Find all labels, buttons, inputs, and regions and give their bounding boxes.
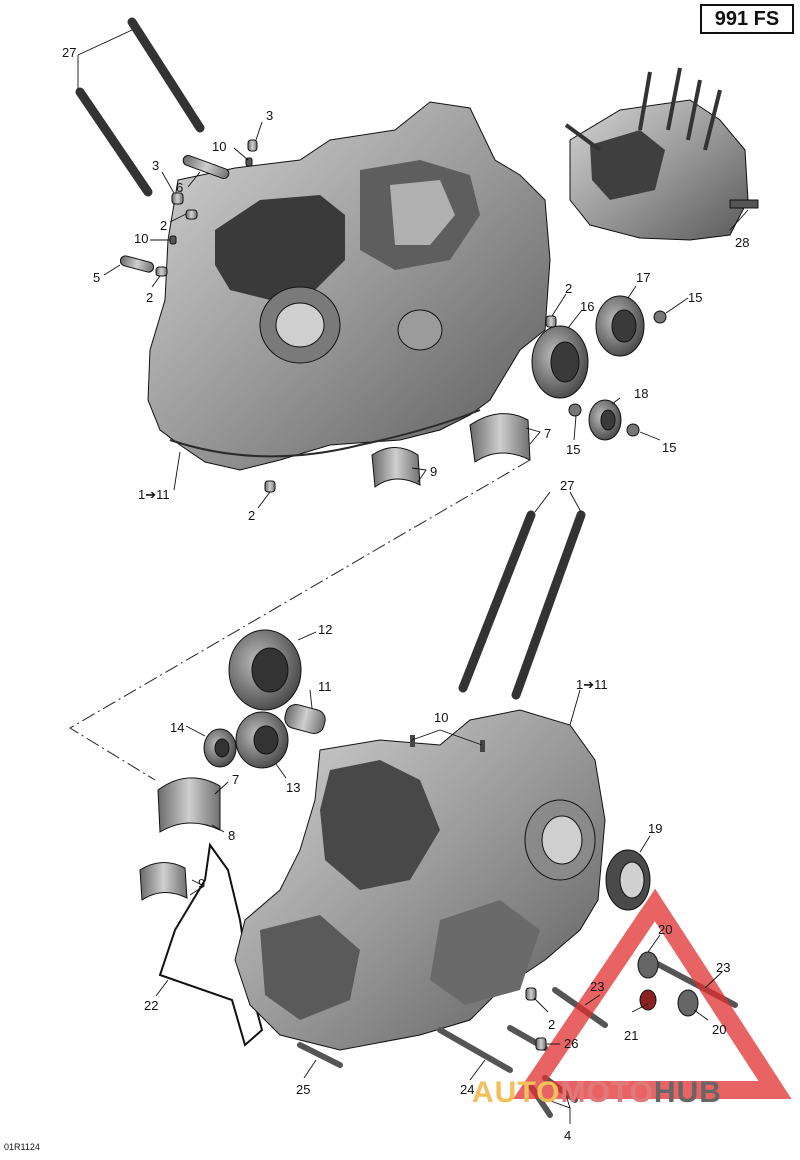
callout-25: 25 — [296, 1082, 310, 1097]
callout-1-11-bottom: 1➔11 — [576, 677, 608, 692]
model-badge: 991 FS — [700, 4, 794, 34]
bearing-17 — [595, 295, 645, 357]
callout-2-a: 2 — [160, 218, 167, 233]
callout-labels: 27 3 10 3 6 2 10 5 2 28 2 17 16 15 18 7 … — [62, 45, 749, 1143]
callout-15-b: 15 — [566, 442, 580, 457]
screws-15 — [568, 310, 667, 437]
callout-26: 26 — [564, 1036, 578, 1051]
alignment-line — [69, 459, 531, 781]
callout-15-a: 15 — [688, 290, 702, 305]
callout-13: 13 — [286, 780, 300, 795]
callout-18: 18 — [634, 386, 648, 401]
callout-2-b: 2 — [146, 290, 153, 305]
bearing-18 — [588, 399, 622, 441]
callout-5: 5 — [93, 270, 100, 285]
callout-20-a: 20 — [658, 922, 672, 937]
dowel-pins-upper — [155, 139, 557, 493]
sleeve-11 — [284, 703, 326, 735]
plain-bearing-9-lower — [139, 862, 188, 901]
callout-9-top: 9 — [430, 464, 437, 479]
callout-27-top: 27 — [62, 45, 76, 60]
callout-15-c: 15 — [662, 440, 676, 455]
plain-bearing-7-8-lower — [157, 777, 221, 833]
pin-6 — [182, 155, 230, 179]
callout-28: 28 — [735, 235, 749, 250]
bolts-and-washers-lower — [297, 951, 738, 1118]
reference-code: 01R1124 — [4, 1142, 40, 1152]
leader-lines — [77, 29, 749, 1124]
callout-24: 24 — [460, 1082, 474, 1097]
watermark-moto: MOTO — [560, 1076, 654, 1109]
bearing-12 — [228, 629, 302, 711]
callout-2-e: 2 — [548, 1017, 555, 1032]
lower-crankcase-half — [234, 709, 606, 1051]
plain-bearing-9-upper — [371, 447, 421, 488]
bearing-16 — [531, 325, 589, 399]
callout-16: 16 — [580, 299, 594, 314]
bearing-14 — [203, 728, 237, 768]
callout-6: 6 — [176, 180, 183, 195]
callout-10-c: 10 — [434, 710, 448, 725]
pin-5 — [119, 255, 155, 273]
callout-2-c: 2 — [565, 281, 572, 296]
bearing-13 — [235, 711, 289, 769]
oil-seal-19 — [605, 849, 651, 911]
callout-3-a: 3 — [266, 108, 273, 123]
callout-9-bottom: 9 — [198, 876, 205, 891]
callout-23-b: 23 — [590, 979, 604, 994]
callout-10-b: 10 — [134, 231, 148, 246]
callout-10-a: 10 — [212, 139, 226, 154]
callout-14: 14 — [170, 720, 184, 735]
callout-23-a: 23 — [716, 960, 730, 975]
assembled-engine-28 — [564, 67, 759, 241]
callout-1-11-top: 1➔11 — [138, 487, 170, 502]
upper-crankcase-half — [147, 101, 551, 471]
watermark-triangle — [513, 888, 792, 1099]
watermark-auto: AUTO — [472, 1076, 561, 1109]
watermark-hub: HUB — [653, 1076, 722, 1109]
gasket-22 — [158, 842, 264, 1047]
callout-17: 17 — [636, 270, 650, 285]
callout-4: 4 — [564, 1128, 571, 1143]
callout-12: 12 — [318, 622, 332, 637]
stud-27-upper-pair — [75, 17, 205, 197]
plain-bearing-7-upper — [469, 413, 531, 463]
callout-7-top: 7 — [544, 426, 551, 441]
stud-27-lower-pair — [458, 510, 586, 700]
watermark-logo-text: AUTOMOTOHUB — [472, 1076, 722, 1110]
callout-27-bottom: 27 — [560, 478, 574, 493]
callout-22: 22 — [144, 998, 158, 1013]
callout-3-b: 3 — [152, 158, 159, 173]
callout-11: 11 — [318, 679, 332, 694]
callout-8: 8 — [228, 828, 235, 843]
callout-2-d: 2 — [248, 508, 255, 523]
callout-19: 19 — [648, 821, 662, 836]
callout-21: 21 — [624, 1028, 638, 1043]
callout-7-bottom: 7 — [232, 772, 239, 787]
callout-20-b: 20 — [712, 1022, 726, 1037]
